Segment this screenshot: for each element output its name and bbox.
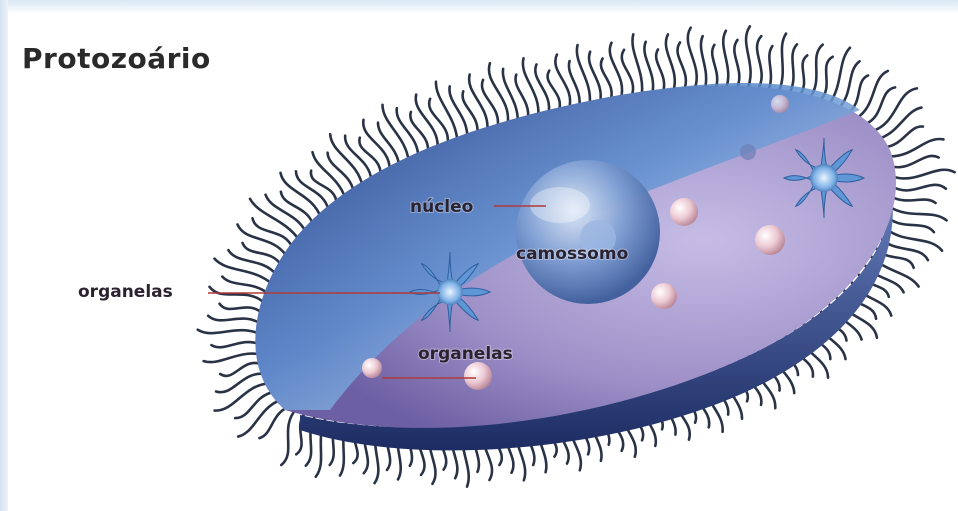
- cilium: [688, 28, 697, 91]
- cilium: [778, 34, 786, 93]
- organelle-sphere: [740, 144, 756, 160]
- cilium: [449, 86, 467, 137]
- cilium: [281, 409, 296, 465]
- cilium: [888, 139, 943, 156]
- cilium: [886, 216, 933, 232]
- vacuole-center: [437, 279, 463, 305]
- cilium: [622, 50, 633, 97]
- cilium: [222, 277, 268, 294]
- nucleus-shine: [530, 187, 590, 223]
- contractile-vacuole: [410, 252, 490, 332]
- cilium: [656, 49, 664, 93]
- cilium: [469, 75, 487, 131]
- cilium: [214, 259, 272, 284]
- organelle-sphere: [771, 95, 789, 113]
- cilium: [891, 196, 936, 202]
- label-organelas-inner: organelas: [418, 344, 513, 364]
- cilium: [884, 127, 923, 148]
- cilium: [677, 42, 685, 91]
- label-cariossomo: camossomo: [516, 244, 628, 264]
- cilium: [644, 42, 653, 95]
- cilium: [892, 170, 955, 179]
- cilium: [892, 185, 946, 191]
- label-nucleo: núcleo: [410, 197, 473, 217]
- cilium: [757, 36, 762, 91]
- cilium: [211, 342, 259, 347]
- cilium: [746, 26, 751, 90]
- contractile-vacuole: [784, 138, 864, 218]
- cilium: [204, 354, 261, 363]
- cilium: [701, 36, 706, 90]
- cilium: [712, 45, 717, 90]
- cilium: [856, 71, 888, 118]
- cilium: [228, 250, 276, 275]
- cilium: [666, 34, 675, 92]
- cilium: [723, 31, 728, 90]
- cilium: [601, 59, 612, 101]
- cilium: [734, 40, 739, 90]
- cilium: [890, 156, 938, 167]
- vacuole-center: [810, 164, 838, 192]
- cilium: [220, 304, 263, 314]
- cilium: [198, 330, 260, 334]
- organelle-sphere: [651, 283, 677, 309]
- cilium: [209, 287, 265, 304]
- cilium: [889, 207, 946, 221]
- organelle-sphere: [755, 225, 785, 255]
- cilium: [208, 316, 260, 324]
- organelle-sphere: [670, 198, 698, 226]
- organelle-sphere: [362, 358, 382, 378]
- label-organelas-left: organelas: [78, 282, 173, 302]
- cilium: [489, 63, 508, 125]
- cilium: [397, 108, 419, 156]
- organelle-sphere: [464, 362, 492, 390]
